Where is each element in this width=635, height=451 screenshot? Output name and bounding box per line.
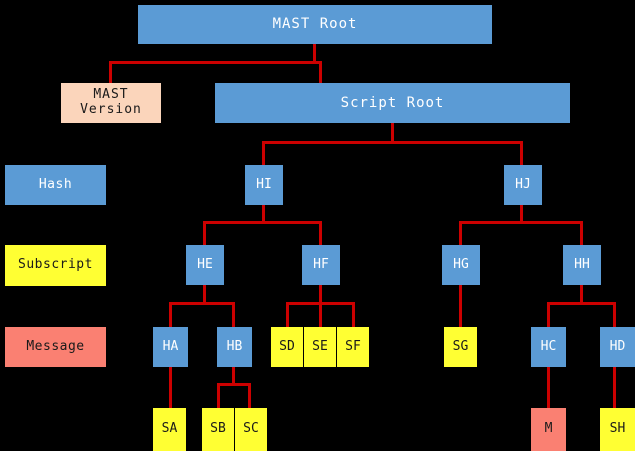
edge-mastroot-bus [109,61,322,64]
edge-to-sa [169,367,172,408]
node-he[interactable]: HE [186,245,224,285]
edge-hb-stem [232,367,235,384]
node-sf[interactable]: SF [337,327,369,367]
edge-to-sb [217,383,220,409]
node-sg[interactable]: SG [444,327,477,367]
edge-to-hg [459,221,462,245]
node-se[interactable]: SE [304,327,336,367]
edge-hf-stem [319,285,322,303]
edge-hh-stem [580,285,583,303]
edge-hi-stem [262,205,265,222]
edge-to-sc [248,383,251,409]
edge-to-m [547,367,550,408]
edge-to-se [319,302,322,327]
node-ha[interactable]: HA [153,327,188,367]
edge-to-sh [613,367,616,408]
edge-hb-bus [217,383,251,386]
edge-mastroot-stem [313,44,316,62]
node-hg[interactable]: HG [442,245,480,285]
node-hd[interactable]: HD [600,327,635,367]
node-sh[interactable]: SH [600,408,635,451]
edge-hi-bus [203,221,322,224]
legend-item-subscript: Subscript [5,245,106,286]
edge-to-hh [580,221,583,245]
edge-to-hb [232,302,235,327]
node-script-root[interactable]: Script Root [215,83,570,123]
edge-hj-stem [520,205,523,222]
node-mast-version[interactable]: MAST Version [61,83,161,123]
edge-to-he [203,221,206,245]
node-hf[interactable]: HF [302,245,340,285]
edge-to-sd [286,302,289,327]
node-m[interactable]: M [531,408,566,451]
node-sd[interactable]: SD [271,327,303,367]
node-sb[interactable]: SB [202,408,234,451]
edge-to-scriptroot [319,61,322,83]
legend-item-message: Message [5,327,106,367]
node-hj[interactable]: HJ [504,165,542,205]
edge-to-hf [319,221,322,245]
edge-to-hi [262,141,265,165]
node-sc[interactable]: SC [235,408,267,451]
edge-to-ha [169,302,172,327]
node-mast-root[interactable]: MAST Root [138,5,492,44]
edge-he-stem [203,285,206,303]
edge-to-sg [459,285,462,327]
legend-item-hash: Hash [5,165,106,205]
node-hc[interactable]: HC [531,327,566,367]
edge-to-sf [352,302,355,327]
edge-to-mastversion [109,61,112,83]
edge-he-bus [169,302,235,305]
edge-hj-bus [459,221,583,224]
edge-to-hd [613,302,616,327]
edge-hh-bus [547,302,616,305]
edge-scriptroot-stem [391,123,394,142]
edge-to-hc [547,302,550,327]
node-hh[interactable]: HH [563,245,601,285]
node-hi[interactable]: HI [245,165,283,205]
node-hb[interactable]: HB [217,327,252,367]
edge-to-hj [520,141,523,165]
node-sa[interactable]: SA [153,408,186,451]
edge-scriptroot-bus [262,141,523,144]
